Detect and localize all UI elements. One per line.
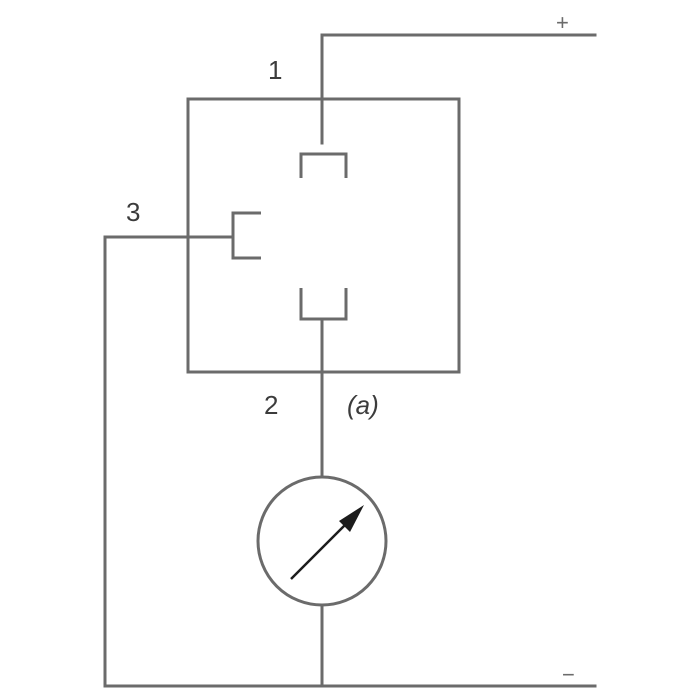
contact-3 <box>231 211 261 260</box>
terminal-1-label: 1 <box>268 55 282 85</box>
meter-icon <box>256 475 388 607</box>
terminal-3-wire <box>103 235 597 688</box>
arrow-needle-icon <box>290 505 364 580</box>
contact-1 <box>299 152 348 178</box>
positive-sign: + <box>556 10 569 35</box>
meter-circle <box>256 475 388 607</box>
terminal-2-label: 2 <box>264 390 278 420</box>
figure-caption: (a) <box>347 390 379 420</box>
positive-supply-wire <box>320 33 597 145</box>
contact-2 <box>299 288 348 321</box>
negative-sign: − <box>562 662 575 687</box>
terminal-3-label: 3 <box>126 197 140 227</box>
